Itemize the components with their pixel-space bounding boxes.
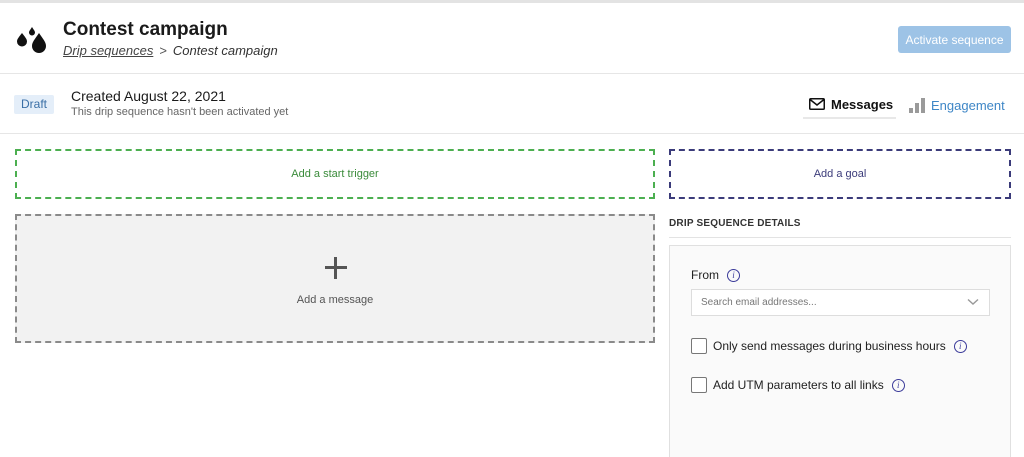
status-bar: Draft Created August 22, 2021 This drip … — [0, 75, 1024, 134]
breadcrumb-current: Contest campaign — [172, 43, 278, 58]
plus-icon — [324, 256, 348, 280]
tab-engagement-label: Engagement — [931, 97, 1005, 113]
from-email-placeholder: Search email addresses... — [701, 297, 817, 308]
info-icon[interactable]: i — [891, 378, 905, 392]
add-goal-label: Add a goal — [813, 168, 867, 180]
add-message-button[interactable]: Add a message — [15, 214, 655, 343]
activation-note: This drip sequence hasn't been activated… — [71, 106, 289, 118]
envelope-icon — [809, 98, 825, 110]
info-icon[interactable]: i — [953, 339, 967, 353]
business-hours-label: Only send messages during business hours — [713, 339, 946, 353]
water-drops-icon — [17, 27, 46, 53]
add-goal-button[interactable]: Add a goal — [669, 149, 1011, 199]
business-hours-checkbox[interactable] — [691, 338, 707, 354]
status-badge: Draft — [14, 95, 55, 114]
chevron-down-icon — [967, 298, 979, 305]
breadcrumb-separator: > — [159, 43, 167, 58]
breadcrumb-link-drip-sequences[interactable]: Drip sequences — [63, 43, 154, 58]
tab-engagement[interactable]: Engagement — [909, 91, 1019, 119]
info-icon[interactable]: i — [727, 268, 740, 282]
from-email-select[interactable]: Search email addresses... — [691, 289, 990, 316]
utm-checkbox[interactable] — [691, 377, 707, 393]
created-date: Created August 22, 2021 — [71, 88, 226, 104]
page-title: Contest campaign — [63, 19, 228, 40]
utm-label: Add UTM parameters to all links — [713, 378, 884, 392]
business-hours-option[interactable]: Only send messages during business hours… — [691, 338, 967, 354]
top-border — [0, 0, 1024, 3]
drip-sequence-details-panel: From i Search email addresses... Only se… — [669, 245, 1011, 457]
add-start-trigger-label: Add a start trigger — [291, 168, 379, 180]
divider — [669, 237, 1011, 238]
bar-chart-icon — [909, 97, 925, 113]
from-label-text: From — [691, 268, 719, 282]
utm-option[interactable]: Add UTM parameters to all links i — [691, 377, 905, 393]
tab-messages[interactable]: Messages — [803, 91, 896, 119]
page-header: Contest campaign Drip sequences > Contest … — [0, 3, 1024, 74]
activate-sequence-button[interactable]: Activate sequence — [898, 26, 1011, 53]
breadcrumb: Drip sequences > Contest campaign — [63, 43, 278, 58]
add-start-trigger-button[interactable]: Add a start trigger — [15, 149, 655, 199]
add-message-label: Add a message — [296, 294, 374, 306]
tab-messages-label: Messages — [831, 96, 894, 112]
from-field-label: From i — [691, 268, 740, 282]
details-heading: DRIP SEQUENCE DETAILS — [669, 218, 801, 229]
